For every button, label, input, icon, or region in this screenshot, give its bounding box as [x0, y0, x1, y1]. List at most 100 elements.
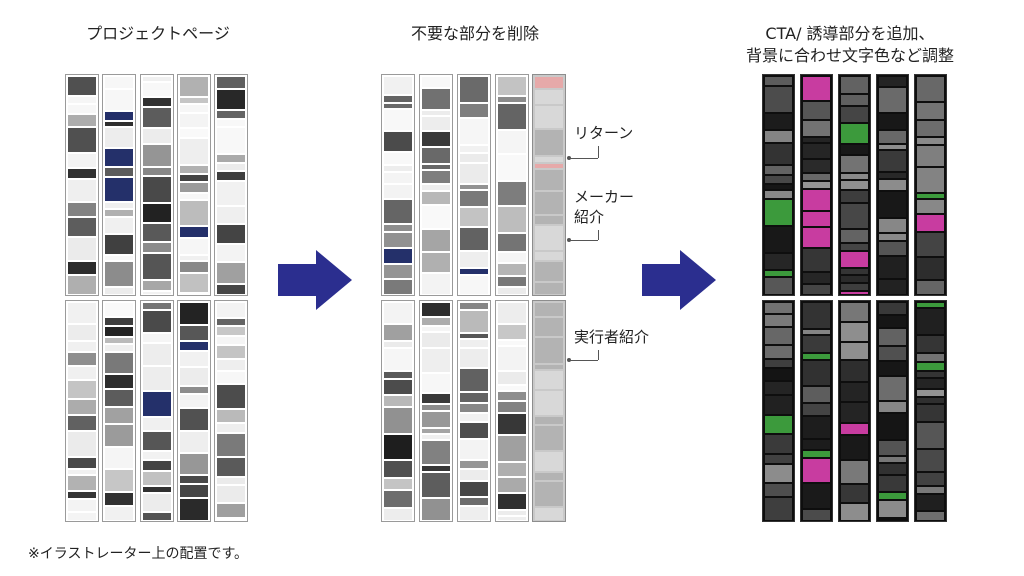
thumbnail-block — [180, 227, 208, 237]
thumbnail-block — [143, 303, 171, 309]
thumbnail-block — [841, 403, 868, 422]
thumbnail-block — [765, 484, 792, 496]
page-thumbnail-strip — [102, 74, 136, 296]
thumbnail-block — [803, 361, 830, 385]
thumbnail-block — [68, 154, 96, 167]
thumbnail-block — [841, 252, 868, 267]
thumbnail-block — [180, 395, 208, 407]
right-arrow-icon — [278, 250, 352, 310]
thumbnail-block — [105, 470, 133, 491]
right-arrow-icon — [642, 250, 716, 310]
thumbnail-block — [68, 276, 96, 294]
thumbnail-block — [803, 354, 830, 359]
thumbnail-block — [460, 228, 488, 250]
thumbnail-block — [384, 325, 412, 340]
thumbnail-block — [535, 164, 563, 168]
thumbnail-block — [879, 493, 906, 499]
thumbnail-block — [498, 402, 526, 412]
thumbnail-block — [180, 239, 208, 254]
thumbnail-block — [917, 77, 944, 101]
thumbnail-block — [105, 425, 133, 446]
thumbnail-block — [765, 369, 792, 380]
thumbnail-block — [841, 485, 868, 502]
thumbnail-block — [143, 254, 171, 279]
thumbnail-block — [498, 414, 526, 434]
thumbnail-block — [879, 219, 906, 232]
thumbnail-block — [422, 132, 450, 146]
thumbnail-block — [765, 191, 792, 198]
page-thumbnail-strip — [800, 74, 833, 296]
thumbnail-block — [803, 174, 830, 180]
thumbnail-block — [535, 192, 563, 214]
thumbnail-block — [384, 479, 412, 489]
thumbnail-block — [841, 107, 868, 122]
thumbnail-block — [460, 470, 488, 480]
thumbnail-block — [422, 111, 450, 115]
page-thumbnail-strip — [214, 74, 248, 296]
thumbnail-block — [841, 174, 868, 179]
thumbnail-block — [384, 435, 412, 459]
thumbnail-block — [879, 131, 906, 143]
thumbnail-block — [535, 473, 563, 480]
thumbnail-block — [498, 511, 526, 515]
thumbnail-block — [422, 473, 450, 497]
thumbnail-block — [535, 283, 563, 294]
thumbnail-block — [68, 262, 96, 274]
thumbnail-block — [535, 130, 563, 155]
thumbnail-block — [422, 374, 450, 392]
thumbnail-block — [841, 77, 868, 93]
thumbnail-block — [803, 303, 830, 328]
thumbnail-block — [879, 303, 906, 314]
thumbnail-block — [765, 166, 792, 174]
thumbnail-block — [879, 377, 906, 400]
thumbnail-block — [217, 504, 245, 517]
leader-dot — [567, 238, 571, 242]
thumbnail-block — [841, 436, 868, 459]
thumbnail-block — [384, 173, 412, 183]
thumbnail-block — [460, 276, 488, 294]
page-thumbnail-strip — [381, 74, 415, 296]
thumbnail-block — [143, 452, 171, 459]
thumbnail-block — [460, 164, 488, 183]
thumbnail-block — [180, 485, 208, 497]
thumbnail-block — [143, 98, 171, 106]
thumbnail-block — [498, 182, 526, 205]
thumbnail-block — [803, 160, 830, 172]
thumbnail-block — [217, 172, 245, 180]
thumbnail-block — [180, 166, 208, 173]
thumbnail-block — [143, 168, 171, 175]
thumbnail-block — [535, 252, 563, 260]
thumbnail-block — [460, 119, 488, 144]
thumbnail-block — [841, 343, 868, 359]
thumbnail-block — [765, 77, 792, 85]
thumbnail-block — [841, 124, 868, 143]
thumbnail-block — [460, 340, 488, 347]
thumbnail-block — [460, 461, 488, 468]
thumbnail-block — [217, 337, 245, 344]
thumbnail-block — [68, 416, 96, 430]
leader-dot — [567, 156, 571, 160]
thumbnail-block — [917, 233, 944, 256]
thumbnail-block — [422, 441, 450, 464]
thumbnail-block — [384, 461, 412, 477]
thumbnail-block — [803, 77, 830, 100]
thumbnail-block — [217, 319, 245, 325]
thumbnail-block — [879, 88, 906, 112]
thumbnail-block — [765, 227, 792, 252]
thumbnail-block — [105, 507, 133, 520]
thumbnail-block — [217, 372, 245, 383]
thumbnail-block — [460, 498, 488, 505]
thumbnail-block — [180, 77, 208, 96]
thumbnail-block — [180, 175, 208, 181]
page-thumbnail-strip — [876, 300, 909, 522]
thumbnail-block — [105, 149, 133, 166]
thumbnail-block — [143, 513, 171, 520]
thumbnail-block — [105, 112, 133, 120]
thumbnail-block — [803, 484, 830, 508]
thumbnail-block — [217, 327, 245, 335]
thumbnail-block — [917, 372, 944, 377]
thumbnail-block — [879, 257, 906, 278]
thumbnail-block — [765, 185, 792, 189]
thumbnail-block — [217, 90, 245, 109]
thumbnail-block — [841, 230, 868, 242]
